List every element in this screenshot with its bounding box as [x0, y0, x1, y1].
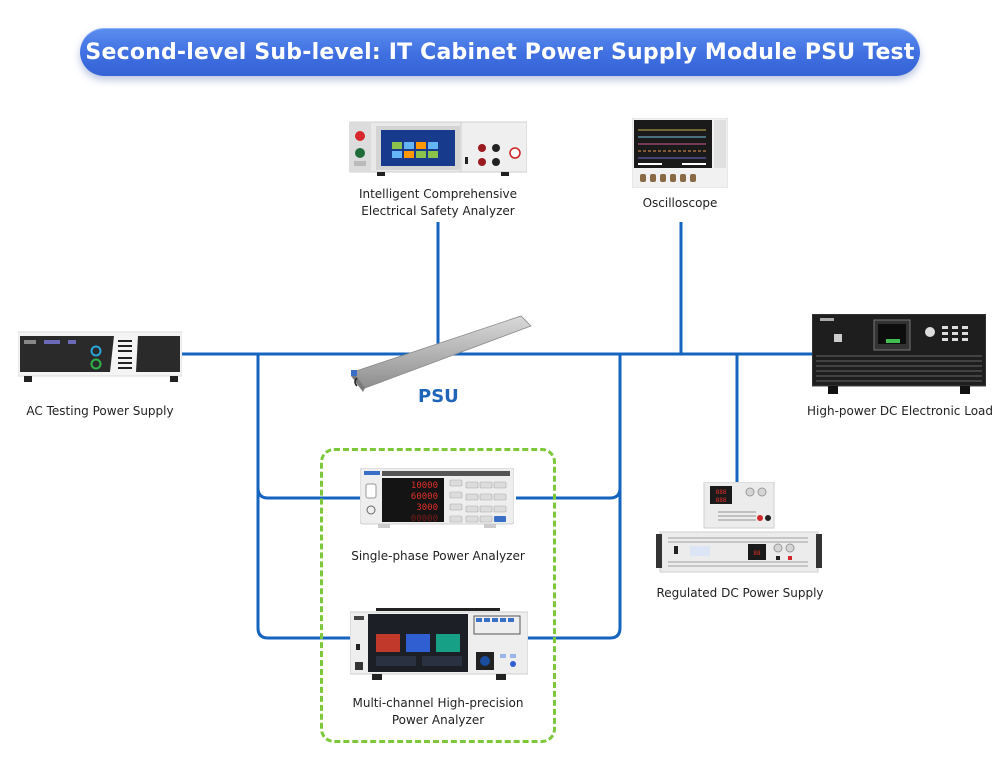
dc-power-supply[interactable]: 888 888 88 [656, 481, 822, 578]
label-line: Single-phase Power Analyzer [351, 549, 525, 563]
svg-text:88: 88 [753, 550, 761, 557]
psu-label: PSU [418, 386, 459, 407]
label-line: High-power DC Electronic Load [807, 404, 993, 418]
ac-power-supply-label: AC Testing Power Supply [10, 403, 190, 420]
oscilloscope[interactable] [631, 117, 729, 189]
label-line: Electrical Safety Analyzer [361, 204, 515, 218]
multi-channel-analyzer-label: Multi-channel High-precision Power Analy… [330, 695, 546, 729]
multi-channel-analyzer-icon [349, 608, 529, 680]
label-line: Power Analyzer [391, 713, 485, 727]
safety-analyzer-label: Intelligent Comprehensive Electrical Saf… [338, 186, 538, 220]
page-title: Second-level Sub-level: IT Cabinet Power… [85, 39, 915, 65]
safety-analyzer-icon [348, 121, 528, 176]
label-line: Oscilloscope [642, 196, 718, 210]
oscilloscope-label: Oscilloscope [620, 195, 740, 212]
readout-4: 00000 [411, 514, 438, 524]
power-analyzer-group [320, 448, 556, 743]
safety-analyzer[interactable] [348, 120, 528, 178]
label-line: Regulated DC Power Supply [656, 586, 824, 600]
title-banner: Second-level Sub-level: IT Cabinet Power… [80, 28, 920, 76]
wire-right-loop [516, 354, 622, 640]
psu-module[interactable] [345, 310, 535, 396]
wire-left-loop [256, 354, 360, 640]
multi-channel-analyzer[interactable] [349, 608, 529, 682]
oscilloscope-icon [631, 117, 729, 189]
single-phase-analyzer-label: Single-phase Power Analyzer [338, 548, 538, 565]
svg-text:888: 888 [716, 489, 727, 496]
ac-power-supply[interactable] [17, 330, 183, 384]
label-line: Multi-channel High-precision [352, 696, 524, 710]
single-phase-analyzer-icon: 10000 60000 3000 00000 [359, 467, 515, 528]
label-line: Intelligent Comprehensive [358, 187, 518, 201]
single-phase-analyzer[interactable]: 10000 60000 3000 00000 [359, 467, 515, 530]
dc-electronic-load-label: High-power DC Electronic Load [800, 403, 1000, 420]
svg-text:888: 888 [716, 497, 727, 504]
psu-module-icon [351, 315, 532, 392]
readout-1: 10000 [411, 481, 438, 491]
dc-power-supply-icon: 888 888 88 [656, 481, 822, 573]
label-line: AC Testing Power Supply [26, 404, 174, 418]
dc-power-supply-label: Regulated DC Power Supply [640, 585, 840, 602]
dc-load-icon [811, 313, 987, 394]
readout-2: 60000 [411, 492, 438, 502]
readout-3: 3000 [416, 503, 438, 513]
ac-power-supply-icon [17, 331, 183, 382]
dc-electronic-load[interactable] [811, 313, 987, 394]
